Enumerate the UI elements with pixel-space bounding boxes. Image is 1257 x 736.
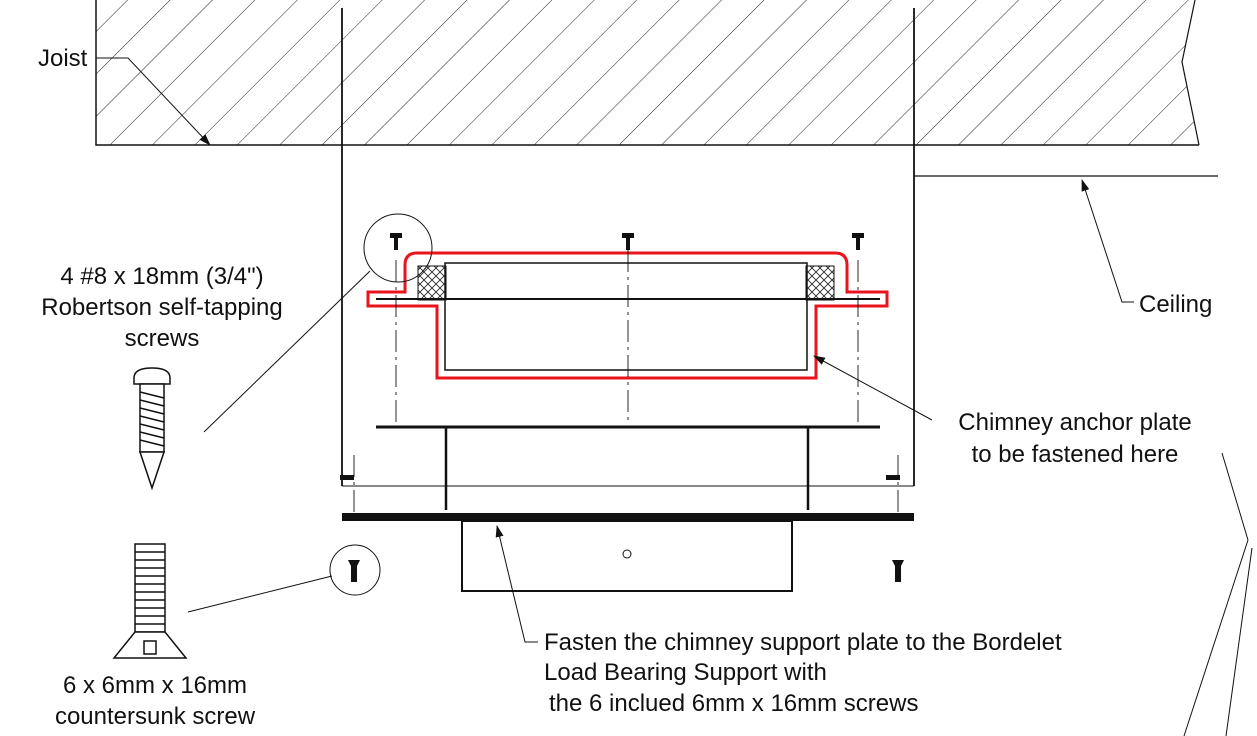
robertson-screws-label-line-3: screws xyxy=(124,325,200,352)
robertson-screw-icon xyxy=(390,233,864,250)
fasten-label-line-1: Fasten the chimney support plate to the … xyxy=(544,629,1062,656)
load-bearing-support xyxy=(340,475,914,592)
fasten-label-line-2: Load Bearing Support with xyxy=(544,659,827,686)
countersunk-detail-circle xyxy=(329,544,381,596)
countersunk-screw-icon xyxy=(348,560,904,582)
joist-section xyxy=(95,0,1200,146)
leader-lines xyxy=(96,57,1253,736)
anchor-plate-label-line-1: Chimney anchor plate xyxy=(958,409,1192,436)
anchor-plate-label-line-2: to be fastened here xyxy=(971,441,1179,468)
ceiling-label: Ceiling xyxy=(1139,291,1213,318)
robertson-screws-label-line-1: 4 #8 x 18mm (3/4") xyxy=(60,263,264,290)
countersunk-screw-detail-icon xyxy=(112,543,188,659)
fasten-label-line-3: the 6 inclued 6mm x 16mm screws xyxy=(549,690,919,717)
screw-detail-circle xyxy=(363,213,433,283)
chimney-support-plate xyxy=(376,425,880,510)
centerlines xyxy=(353,250,899,520)
countersunk-label-line-2: countersunk screw xyxy=(54,703,256,730)
countersunk-label-line-1: 6 x 6mm x 16mm xyxy=(62,672,248,699)
support-posts xyxy=(341,8,915,487)
chimney-anchor-plate xyxy=(366,251,889,380)
joist-label: Joist xyxy=(38,45,88,72)
robertson-screw-detail-icon xyxy=(133,367,171,491)
robertson-screws-label-line-2: Robertson self-tapping xyxy=(41,294,283,321)
